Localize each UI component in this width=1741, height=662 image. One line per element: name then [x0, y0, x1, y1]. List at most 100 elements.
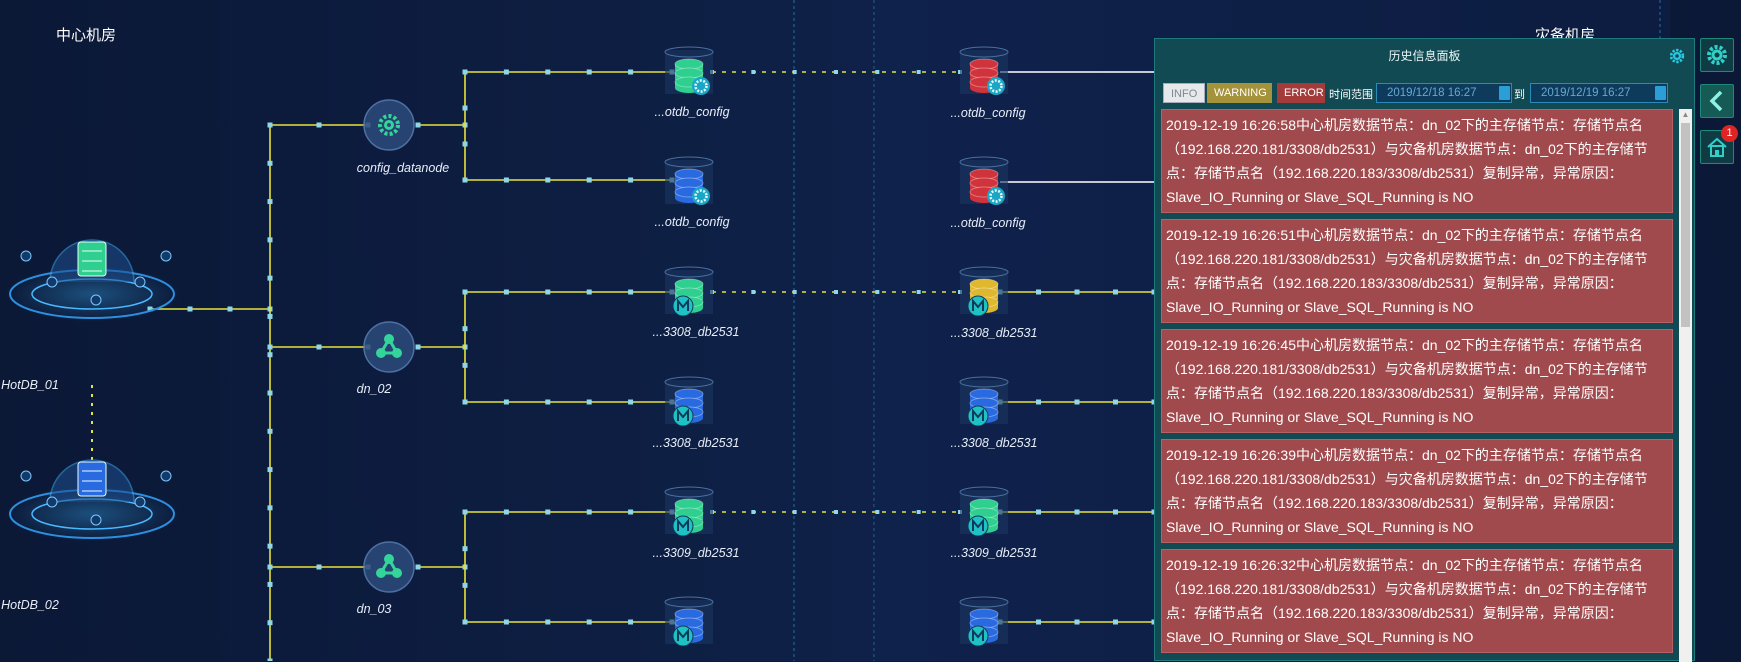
link-dot: [834, 70, 838, 74]
hotdb-01-server-icon[interactable]: [4, 239, 180, 322]
link-dot: [267, 390, 273, 396]
log-entry: 2019-12-19 16:26:51中心机房数据节点：dn_02下的主存储节点…: [1161, 219, 1673, 323]
link-dot: [267, 564, 273, 570]
node-label-dn-02: dn_02: [356, 382, 392, 396]
node-label-center-3308-2: ...3308_db2531: [652, 436, 740, 450]
link-dot: [503, 69, 509, 75]
filter-info-button[interactable]: INFO: [1163, 83, 1205, 103]
panel-title: 历史信息面板: [1388, 49, 1461, 63]
home-icon: [1707, 137, 1727, 157]
link-dot: [792, 510, 797, 514]
link-dot: [916, 70, 921, 74]
link-dot: [1074, 289, 1080, 295]
node-label-center-config-2: ...otdb_config: [654, 215, 730, 229]
config-datanode-gear-icon[interactable]: [363, 99, 415, 151]
notification-badge: 1: [1721, 125, 1738, 142]
link-dot: [316, 344, 322, 350]
link-dot: [834, 290, 838, 294]
backup-3308-db-1-icon[interactable]: [959, 266, 1009, 317]
center-3309-db-1-icon[interactable]: [664, 486, 714, 537]
center-3308-db-2-icon[interactable]: [664, 376, 714, 427]
link-dot: [415, 564, 421, 570]
link-dot: [586, 399, 592, 405]
chevron-left-icon: [1709, 90, 1723, 112]
link-dot: [267, 313, 273, 319]
backup-3309-db-1-icon[interactable]: [959, 486, 1009, 537]
link-dot: [628, 619, 634, 625]
panel-settings-gear-icon[interactable]: [1668, 47, 1686, 65]
link-dot: [545, 69, 551, 75]
hotdb-02-server-icon[interactable]: [4, 459, 180, 542]
backup-config-db-2-icon[interactable]: [959, 156, 1009, 205]
end-date-input[interactable]: 2019/12/19 16:27: [1530, 83, 1668, 103]
center-config-db-2-icon[interactable]: [664, 156, 714, 205]
link-dot: [267, 543, 273, 549]
node-label-dn-03: dn_03: [356, 602, 392, 616]
link-dot: [503, 177, 509, 183]
center-3309-db-2-icon[interactable]: [664, 596, 714, 647]
link-dot: [628, 509, 634, 515]
node-label-backup-config-1: ...otdb_config: [950, 106, 1026, 120]
dn-02-network-icon[interactable]: [363, 321, 415, 373]
link-dot: [462, 619, 468, 625]
filter-error-button[interactable]: ERROR: [1277, 83, 1325, 103]
link-dot: [916, 510, 921, 514]
link-dot: [462, 177, 468, 183]
node-label-backup-3308-2: ...3308_db2531: [950, 436, 1038, 450]
link-dot: [316, 122, 322, 128]
history-info-panel: 历史信息面板 INFO WARNING ERROR 时间范围 2019/12/1…: [1154, 38, 1695, 662]
link-dot: [462, 362, 468, 368]
calendar-icon[interactable]: [1655, 86, 1666, 100]
link-dot: [415, 344, 421, 350]
backup-config-db-1-icon[interactable]: [959, 46, 1009, 95]
backup-3308-db-2-icon[interactable]: [959, 376, 1009, 427]
center-config-db-1-icon[interactable]: [664, 46, 714, 95]
side-home-button[interactable]: 1: [1700, 125, 1738, 164]
link-dot: [462, 582, 468, 588]
scroll-thumb[interactable]: [1681, 123, 1690, 327]
dn-03-network-icon[interactable]: [363, 541, 415, 593]
link-dot: [267, 581, 273, 587]
link-dot: [628, 399, 634, 405]
link-dot: [1074, 619, 1080, 625]
log-entry: 2019-12-19 16:26:58中心机房数据节点：dn_02下的主存储节点…: [1161, 109, 1673, 213]
filter-warning-button[interactable]: WARNING: [1207, 83, 1272, 103]
center-3308-db-1-icon[interactable]: [664, 266, 714, 317]
link-dot: [751, 70, 756, 74]
link-dot: [267, 467, 273, 473]
link-dot: [792, 290, 797, 294]
link-dot: [462, 399, 468, 405]
link-dot: [267, 275, 273, 281]
link-dot: [267, 237, 273, 243]
side-settings-button[interactable]: [1700, 38, 1734, 72]
calendar-icon[interactable]: [1499, 86, 1510, 100]
link-dot: [267, 428, 273, 434]
link-dot: [875, 510, 880, 514]
link-dot: [586, 177, 592, 183]
link-dot: [1036, 619, 1041, 625]
scroll-up-arrow-icon[interactable]: ▲: [1681, 110, 1690, 119]
side-back-button[interactable]: [1700, 84, 1734, 118]
link-dot: [503, 619, 509, 625]
link-dot: [628, 69, 634, 75]
log-list: 2019-12-19 16:26:58中心机房数据节点：dn_02下的主存储节点…: [1161, 109, 1673, 659]
node-label-backup-3309-1: ...3309_db2531: [950, 546, 1038, 560]
link-dot: [586, 69, 592, 75]
link-dot: [751, 510, 756, 514]
link-dot: [462, 105, 468, 111]
start-date-value: 2019/12/18 16:27: [1387, 87, 1477, 99]
link-dot: [462, 546, 468, 552]
log-entry: 2019-12-19 16:26:32中心机房数据节点：dn_02下的主存储节点…: [1161, 549, 1673, 653]
link-dot: [267, 199, 273, 205]
link-dot: [834, 510, 838, 514]
center-room-title: 中心机房: [56, 27, 117, 44]
link-dot: [586, 289, 592, 295]
link-dot: [1036, 289, 1041, 295]
link-dot: [1036, 399, 1041, 405]
log-scrollbar[interactable]: ▲: [1679, 109, 1692, 662]
start-date-input[interactable]: 2019/12/18 16:27: [1376, 83, 1512, 103]
link-dot: [503, 509, 509, 515]
link-dot: [462, 509, 468, 515]
node-label-hotdb-01: HotDB_01: [1, 378, 59, 392]
backup-3309-db-2-icon[interactable]: [959, 596, 1009, 647]
